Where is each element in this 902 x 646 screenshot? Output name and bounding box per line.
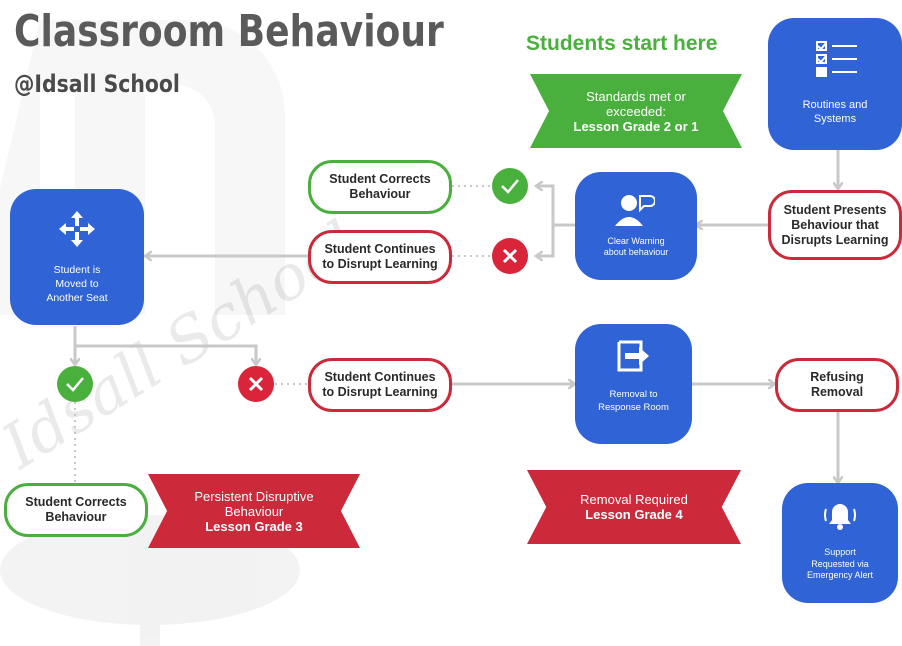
start-label: Students start here (526, 32, 718, 55)
moved-seat-box: Student is Moved to Another Seat (10, 189, 144, 325)
presents-line3: Disrupts Learning (781, 232, 889, 247)
continues-top-line2: to Disrupt Learning (322, 257, 438, 271)
standards-banner-line2: exceeded: (606, 103, 666, 119)
warning-line1: Clear Warning (607, 236, 665, 246)
checklist-icon (816, 41, 857, 77)
speaking-person-icon (615, 195, 655, 226)
removal-banner-line1: Removal Required (580, 492, 688, 507)
continues-mid-line1: Student Continues (324, 370, 436, 384)
routines-box: Routines and Systems (768, 18, 902, 150)
cross-icon (492, 238, 528, 274)
routines-line1: Routines and (802, 99, 868, 111)
support-box: Support Requested via Emergency Alert (782, 483, 898, 603)
page-subtitle: @Idsall School (14, 70, 180, 98)
pill-corrects-bottom: Student Corrects Behaviour (4, 483, 148, 537)
removal-line1: Removal to (609, 389, 658, 400)
standards-banner-line1: Standards met or (586, 88, 686, 104)
warning-line2: about behaviour (603, 247, 669, 257)
persistent-line1: Persistent Disruptive (194, 488, 314, 504)
moved-line3: Another Seat (46, 292, 108, 304)
standards-banner: Standards met or exceeded: Lesson Grade … (530, 74, 742, 148)
moved-line2: Moved to (55, 278, 99, 290)
bell-alert-icon (824, 504, 856, 530)
presents-line2: Behaviour that (791, 217, 879, 232)
removal-box: Removal to Response Room (575, 324, 692, 444)
support-line2: Requested via (811, 558, 869, 569)
removal-banner-grade: Lesson Grade 4 (585, 507, 683, 522)
pill-continues-top: Student Continues to Disrupt Learning (308, 230, 452, 284)
check-icon (492, 168, 528, 204)
pill-corrects-top: Student Corrects Behaviour (308, 160, 452, 214)
routines-line2: Systems (813, 113, 857, 125)
support-line1: Support (824, 547, 856, 557)
page-title: Classroom Behaviour (14, 6, 444, 57)
cross-icon (238, 366, 274, 402)
pill-refusing-removal: Refusing Removal (775, 358, 899, 412)
corrects-bottom-line1: Student Corrects (25, 495, 127, 509)
removal-banner: Removal Required Lesson Grade 4 (527, 470, 741, 544)
moved-line1: Student is (53, 264, 101, 276)
refusing-line1: Refusing (810, 370, 864, 384)
persistent-line2: Behaviour (224, 503, 284, 519)
persistent-grade: Lesson Grade 3 (205, 518, 303, 534)
standards-banner-grade: Lesson Grade 2 or 1 (573, 118, 699, 134)
persistent-banner: Persistent Disruptive Behaviour Lesson G… (148, 474, 360, 548)
corrects-bottom-line2: Behaviour (45, 510, 107, 524)
corrects-top-line2: Behaviour (349, 187, 411, 201)
continues-top-line1: Student Continues (324, 242, 436, 256)
arrow-moved-branch (73, 326, 258, 362)
continues-mid-line2: to Disrupt Learning (322, 385, 438, 399)
arrow-warning-branch (537, 184, 575, 256)
pill-presents-behaviour: Student Presents Behaviour that Disrupts… (768, 190, 902, 260)
corrects-top-line1: Student Corrects (329, 172, 431, 186)
move-arrows-icon (59, 211, 95, 247)
pill-continues-mid: Student Continues to Disrupt Learning (308, 358, 452, 412)
check-icon (57, 366, 93, 402)
refusing-line2: Removal (810, 385, 864, 399)
warning-box: Clear Warning about behaviour (575, 172, 697, 280)
removal-line2: Response Room (598, 402, 669, 413)
support-line3: Emergency Alert (806, 570, 874, 580)
presents-line1: Student Presents (783, 202, 887, 217)
exit-icon (617, 340, 649, 372)
